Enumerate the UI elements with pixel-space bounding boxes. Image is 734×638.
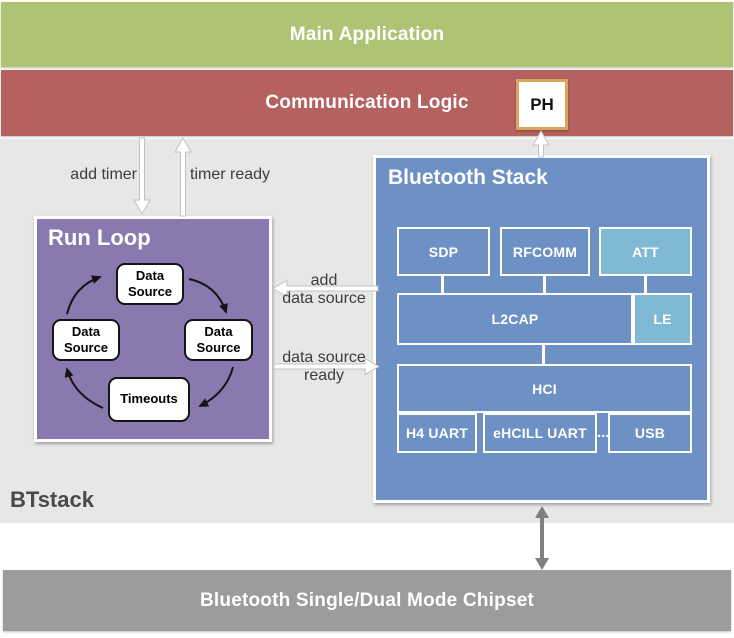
main-application-label: Main Application xyxy=(289,23,445,45)
main-application-layer: Main Application xyxy=(1,2,733,67)
add-data-source-line1: add xyxy=(310,272,338,289)
communication-logic-layer: Communication Logic PH xyxy=(1,70,733,136)
arc-top-to-right xyxy=(188,278,228,314)
btstack-label: BTstack xyxy=(10,487,94,512)
hci-box: HCI xyxy=(397,364,692,413)
arc-right-to-timeouts xyxy=(198,366,234,407)
data-source-ready-line2: ready xyxy=(303,366,345,384)
chipset-layer: Bluetooth Single/Dual Mode Chipset xyxy=(3,570,731,631)
connector-sdp-l2cap xyxy=(441,276,444,293)
le-box: LE xyxy=(633,293,692,345)
ehcill-uart-label: eHCILL UART xyxy=(493,425,587,441)
connector-att-le xyxy=(644,276,647,293)
packet-handler-box: PH xyxy=(516,79,568,130)
ehcill-uart-box: eHCILL UART xyxy=(483,413,597,453)
usb-label: USB xyxy=(634,425,666,441)
add-data-source-label: add data source xyxy=(264,272,384,307)
run-loop-box: Run Loop Data Source Data Source Data So… xyxy=(34,216,272,442)
l2cap-box: L2CAP xyxy=(397,293,633,345)
sdp-label: SDP xyxy=(428,243,459,260)
arc-timeouts-to-left xyxy=(64,367,104,409)
connector-rfcomm-l2cap xyxy=(543,276,546,293)
run-loop-cycle-arrows xyxy=(64,275,234,409)
data-source-node-top: Data Source xyxy=(116,263,184,305)
run-loop-title: Run Loop xyxy=(48,225,151,250)
chipset-label: Bluetooth Single/Dual Mode Chipset xyxy=(199,589,535,611)
connector-l2cap-hci xyxy=(542,345,545,364)
bluetooth-stack-box: Bluetooth Stack SDP RFCOMM ATT L2CAP LE … xyxy=(373,155,710,503)
data-source-node-left: Data Source xyxy=(52,319,120,361)
data-source-label: Data Source xyxy=(63,323,109,355)
data-source-node-right: Data Source xyxy=(184,319,253,361)
transport-ellipsis: ... xyxy=(597,424,610,441)
timer-ready-label: timer ready xyxy=(190,166,271,183)
h4-uart-box: H4 UART xyxy=(397,413,477,453)
usb-box: USB xyxy=(608,413,692,453)
le-label: LE xyxy=(653,311,672,327)
data-source-label: Data Source xyxy=(127,267,173,299)
rfcomm-box: RFCOMM xyxy=(500,227,590,276)
att-box: ATT xyxy=(599,227,692,276)
sdp-box: SDP xyxy=(397,227,490,276)
communication-logic-label: Communication Logic xyxy=(265,92,469,113)
add-data-source-line2: data source xyxy=(282,289,366,307)
l2cap-label: L2CAP xyxy=(491,311,539,327)
data-source-ready-label: data source ready xyxy=(264,349,384,384)
timeouts-label: Timeouts xyxy=(120,391,178,407)
arc-left-to-top xyxy=(66,275,102,315)
bluetooth-stack-title: Bluetooth Stack xyxy=(388,166,548,189)
packet-handler-label: PH xyxy=(530,94,554,114)
hci-label: HCI xyxy=(532,380,557,397)
timeouts-node: Timeouts xyxy=(108,377,190,422)
att-label: ATT xyxy=(632,243,659,260)
add-timer-label: add timer xyxy=(70,166,137,183)
h4-uart-label: H4 UART xyxy=(405,425,469,441)
data-source-label: Data Source xyxy=(196,323,241,355)
rfcomm-label: RFCOMM xyxy=(512,243,578,260)
data-source-ready-line1: data source xyxy=(282,349,366,366)
